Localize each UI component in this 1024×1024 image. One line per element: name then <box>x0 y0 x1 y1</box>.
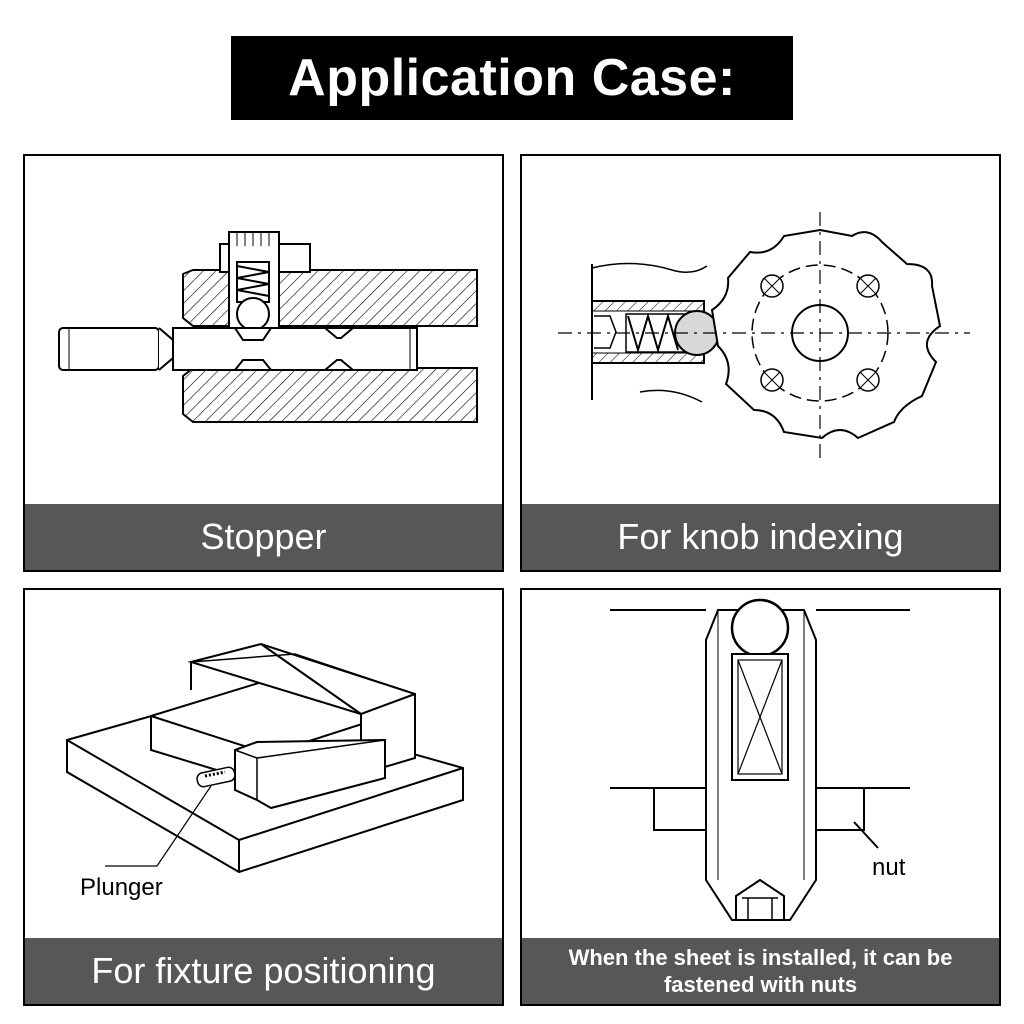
stopper-diagram <box>58 231 478 423</box>
nut-label: nut <box>872 854 906 881</box>
panel-stopper: Stopper <box>23 154 504 572</box>
panel-knob-indexing: For knob indexing <box>520 154 1001 572</box>
nut-fastening-diagram <box>610 598 910 921</box>
fixture-diagram <box>66 642 464 874</box>
title-banner: Application Case: <box>231 36 793 120</box>
knob-indexing-diagram <box>558 212 970 458</box>
caption-fixture-positioning: For fixture positioning <box>25 938 502 1004</box>
caption-nut-fastening: When the sheet is installed, it can be f… <box>522 938 999 1004</box>
panel-nut-fastening: nut When the sheet is installed, it can … <box>520 588 1001 1006</box>
plunger-label: Plunger <box>80 874 163 901</box>
caption-stopper: Stopper <box>25 504 502 570</box>
caption-knob-indexing: For knob indexing <box>522 504 999 570</box>
panel-fixture-positioning: Plunger For fixture positioning <box>23 588 504 1006</box>
page-title: Application Case: <box>288 49 736 107</box>
